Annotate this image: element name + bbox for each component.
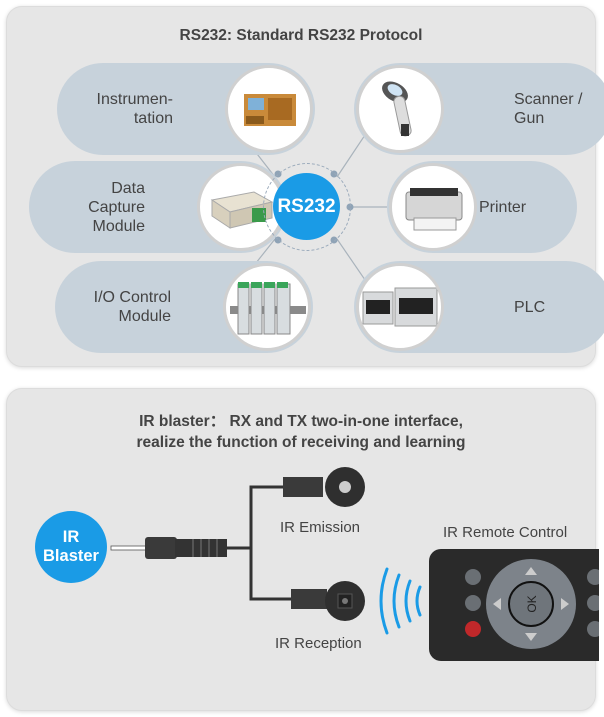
- remote-button-icon: [587, 621, 603, 637]
- device-label: I/O Control Module: [93, 289, 171, 325]
- plc-icon: [356, 263, 444, 351]
- remote-button-icon: [465, 569, 481, 585]
- device-label: PLC: [514, 298, 546, 316]
- ir-title: IR blaster： RX and TX two-in-one interfa…: [7, 411, 595, 453]
- rs232-panel: RS232: Standard RS232 Protocol Instrumen…: [6, 6, 604, 367]
- ir-reception-sensor-icon: [291, 581, 365, 621]
- device-printer: Printer: [387, 161, 577, 253]
- device-scanner: Scanner / Gun: [354, 63, 604, 155]
- device-instrumentation: Instrumen- tation: [57, 63, 315, 155]
- io-control-module-icon: [223, 263, 311, 351]
- device-plc: PLC: [354, 261, 604, 353]
- arrow-left-icon: [493, 598, 501, 610]
- audio-jack-plug-icon: [110, 537, 227, 559]
- rs232-hub-label: RS232: [273, 173, 340, 240]
- ir-title-line2: realize the function of receiving and le…: [136, 434, 466, 451]
- device-label: Scanner / Gun: [514, 91, 583, 127]
- device-label: Instrumen- tation: [96, 91, 173, 127]
- ir-emission-label: IR Emission: [280, 519, 361, 536]
- device-label: Data Capture Module: [88, 179, 145, 235]
- rs232-hub: RS232: [263, 163, 351, 251]
- arrow-down-icon: [525, 633, 537, 641]
- instrumentation-device-icon: [225, 65, 313, 153]
- remote-button-icon: [465, 595, 481, 611]
- ir-blaster-panel: IR blaster： RX and TX two-in-one interfa…: [6, 388, 603, 711]
- ir-remote-label: IR Remote Control: [443, 524, 568, 541]
- ok-button-label: OK: [525, 595, 539, 612]
- power-button-icon: [465, 621, 481, 637]
- remote-button-icon: [587, 569, 603, 585]
- arrow-up-icon: [525, 567, 537, 575]
- device-data-capture-module: Data Capture Module: [29, 161, 287, 253]
- ir-signal-waves-icon: [379, 567, 422, 635]
- ir-title-line1: IR blaster： RX and TX two-in-one interfa…: [139, 413, 463, 430]
- remote-button-icon: [587, 595, 603, 611]
- device-label: Printer: [479, 198, 527, 216]
- rs232-title: RS232: Standard RS232 Protocol: [179, 27, 423, 44]
- ir-cable-diagram: [110, 467, 422, 635]
- ir-remote-control: OK: [429, 549, 603, 661]
- ir-reception-label: IR Reception: [275, 635, 362, 652]
- arrow-right-icon: [561, 598, 569, 610]
- device-io-control-module: I/O Control Module: [55, 261, 313, 353]
- printer-icon: [389, 163, 477, 251]
- barcode-scanner-icon: [356, 65, 444, 153]
- ir-emission-sensor-icon: [283, 467, 365, 507]
